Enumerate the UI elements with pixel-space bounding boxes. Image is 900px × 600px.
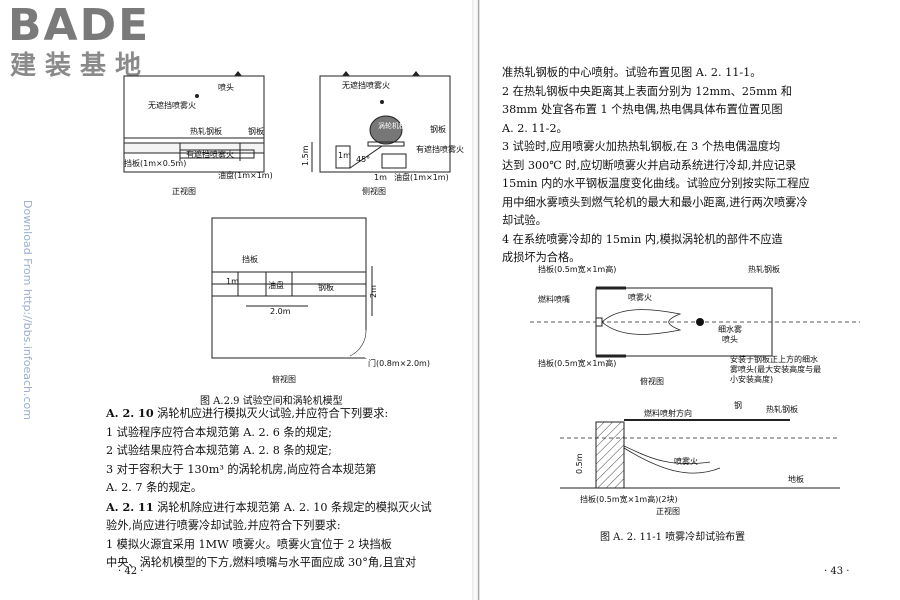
- watermark-url: Download From http://bbs.infoeach.com: [21, 200, 34, 420]
- cool-top-mist-label-1: 细水雾: [718, 324, 742, 334]
- side-tray-width-label: 1m: [374, 173, 387, 182]
- cool-top-fire-label: 喷雾火: [628, 292, 652, 302]
- right-para-2: 38mm 处宜各布置 1 个热电偶,热电偶具体布置位置见图: [502, 103, 783, 116]
- top-baffle-label: 挡板: [242, 254, 258, 264]
- cool-top-note-2: 雾喷头(最大安装高度与最: [730, 364, 821, 374]
- side-fire-shielded-label: 有遮挡喷雾火: [416, 144, 464, 154]
- top-steel-label: 钢板: [318, 282, 334, 292]
- right-para-10: 成损坏为合格。: [502, 251, 581, 264]
- cool-front-direction-label: 燃料喷射方向: [644, 408, 692, 418]
- cool-top-nozzle-label: 燃料喷嘴: [538, 294, 570, 304]
- side-view-diagram: 无遮挡喷雾火 涡轮机模 钢板 1.5m 1m 45° 有遮挡喷雾火 1m 油盘(…: [301, 71, 464, 196]
- side-caption: 侧视图: [362, 186, 386, 196]
- left-para-2: 2 试验结果应符合本规范第 A. 2. 8 条的规定;: [106, 444, 332, 457]
- left-para-4: A. 2. 7 条的规定。: [106, 481, 203, 494]
- cool-front-fire-label: 喷雾火: [674, 456, 698, 466]
- side-engine-label: 涡轮机模: [378, 121, 406, 130]
- side-width-label: 1m: [338, 151, 351, 160]
- cool-front-caption: 正视图: [656, 506, 680, 516]
- right-para-0: 准热轧钢板的中心喷射。试验布置见图 A. 2. 11-1。: [502, 66, 762, 79]
- page-fold-line: [478, 0, 479, 600]
- brand-logo-subtitle: 建装基地: [10, 51, 151, 81]
- cool-top-note-1: 安装于钢板正上方的细水: [730, 354, 818, 364]
- right-para-5: 达到 300℃ 时,应切断喷雾火并启动系统进行冷却,并应记录: [502, 158, 797, 172]
- front-caption: 正视图: [172, 186, 196, 196]
- right-para-4: 3 试验时,应用喷雾火加热热轧钢板,在 3 个热电偶温度均: [502, 140, 781, 153]
- right-figure-caption: 图 A. 2. 11-1 喷雾冷却试验布置: [600, 532, 746, 543]
- front-plate-label: 热轧钢板: [190, 126, 222, 136]
- left-para-0: A. 2. 10 涡轮机应进行模拟灭火试验,并应符合下列要求:: [106, 406, 389, 420]
- right-para-9: 4 在系统喷雾冷却的 15min 内,模拟涡轮机的部件不应造: [502, 232, 783, 246]
- right-page-number: · 43 ·: [824, 566, 850, 577]
- cool-front-steel-label: 钢: [734, 400, 742, 410]
- cool-front-baffle-label: 挡板(0.5m宽×1m高)(2块): [580, 494, 678, 504]
- right-body-text: 准热轧钢板的中心喷射。试验布置见图 A. 2. 11-1。 2 在热轧钢板中央距…: [502, 64, 842, 268]
- side-angle-label: 45°: [356, 155, 370, 164]
- cooling-top-view-diagram: 挡板(0.5m宽×1m高) 热轧钢板 燃料喷嘴 喷雾火 细水雾 喷头 挡板(0.…: [530, 264, 860, 386]
- right-para-7: 用中细水雾喷头到燃气轮机的最大和最小距离,进行两次喷雾冷: [502, 195, 808, 209]
- cool-top-note-3: 小安装高度): [730, 374, 773, 384]
- left-page-number: · 42 ·: [118, 566, 144, 577]
- left-para-3: 3 对于容积大于 130m³ 的涡轮机房,尚应符合本规范第: [106, 462, 377, 476]
- top-view-diagram: 挡板 1m 油盘 钢板 2.0m 2m 门(0.8m×2.0m) 俯视图: [211, 217, 430, 384]
- front-fire-unshielded-label: 无遮挡喷雾火: [148, 100, 196, 110]
- cooling-front-view-diagram: 钢 热轧钢板 燃料喷射方向 喷雾火 0.5m 地板 挡板(0.5m宽×1m高)(…: [560, 400, 840, 516]
- right-para-1: 2 在热轧钢板中央距离其上表面分别为 12mm、25mm 和: [502, 84, 793, 98]
- cool-front-height-label: 0.5m: [575, 453, 584, 474]
- clause-number: A. 2. 11: [106, 499, 154, 514]
- cool-top-plate-label: 热轧钢板: [748, 264, 780, 274]
- side-steel-label: 钢板: [430, 124, 446, 134]
- front-fire-shielded-label: 有遮挡喷雾火: [186, 149, 234, 159]
- right-para-3: A. 2. 11-2。: [502, 121, 568, 135]
- cool-front-floor-label: 地板: [788, 474, 804, 484]
- left-figure-caption: 图 A.2.9 试验空间和涡轮机模型: [200, 396, 343, 407]
- side-tray-label: 油盘(1m×1m): [394, 172, 449, 182]
- front-nozzle-label: 喷头: [218, 82, 234, 92]
- right-para-6: 15min 内的水平钢板温度变化曲线。试验应分别按实际工程应: [502, 177, 810, 190]
- left-body-text: A. 2. 10 涡轮机应进行模拟灭火试验,并应符合下列要求: 1 试验程序应符…: [106, 404, 466, 573]
- right-para-8: 却试验。: [502, 214, 547, 227]
- left-para-5: A. 2. 11 涡轮机除应进行本规范第 A. 2. 10 条规定的模拟灭火试: [106, 499, 432, 514]
- left-para-7: 1 模拟火源宜采用 1MW 喷雾火。喷雾火宜位于 2 块挡板: [106, 537, 392, 551]
- front-view-diagram: 喷头 无遮挡喷雾火 热轧钢板 钢板 有遮挡喷雾火 挡板(1m×0.5m) 油盘(…: [123, 71, 273, 196]
- left-para-8: 中央、涡轮机模型的下方,燃料喷嘴与水平面应成 30°角,且宜对: [106, 556, 417, 569]
- cool-top-mist-label-2: 喷头: [722, 334, 738, 344]
- top-tray-label: 油盘: [268, 280, 284, 290]
- top-caption: 俯视图: [272, 374, 296, 384]
- left-para-1: 1 试验程序应符合本规范第 A. 2. 6 条的规定;: [106, 425, 332, 439]
- clause-number: A. 2. 10: [106, 406, 154, 420]
- front-baffle-label: 挡板(1m×0.5m): [124, 158, 186, 168]
- page-fold: [472, 0, 480, 600]
- top-w1-label: 1m: [226, 277, 239, 286]
- cool-top-baffle-bottom-label: 挡板(0.5m宽×1m高): [538, 358, 616, 368]
- left-para-6: 验外,尚应进行喷雾冷却试验,并应符合下列要求:: [106, 519, 341, 532]
- front-tray-label: 油盘(1m×1m): [218, 170, 273, 180]
- side-height-label: 1.5m: [301, 145, 310, 166]
- top-dim-label: 2.0m: [270, 307, 291, 316]
- top-door-label: 门(0.8m×2.0m): [368, 358, 430, 368]
- cool-top-caption: 俯视图: [640, 376, 664, 386]
- cool-top-baffle-top-label: 挡板(0.5m宽×1m高): [538, 264, 616, 274]
- side-fire-unshielded-label: 无遮挡喷雾火: [342, 80, 390, 90]
- brand-logo: BADE: [8, 0, 151, 51]
- cool-front-plate-label: 热轧钢板: [766, 404, 798, 414]
- front-steel-label: 钢板: [248, 126, 264, 136]
- top-height-label: 2m: [369, 285, 378, 298]
